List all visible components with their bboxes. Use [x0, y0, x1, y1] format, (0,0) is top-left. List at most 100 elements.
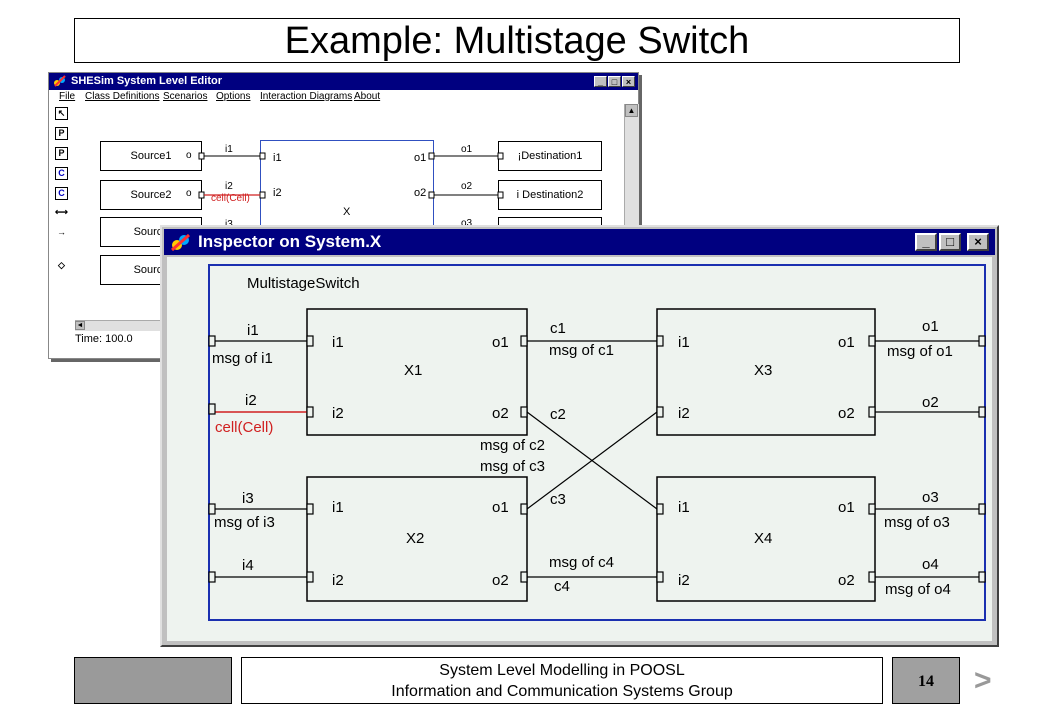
channel-label: i1 — [225, 144, 233, 155]
port-label: i2 — [678, 405, 690, 422]
destination-label: i Destination2 — [516, 189, 584, 201]
port-label: o2 — [838, 572, 855, 589]
editor-window: SHESim System Level Editor _ □ × File Cl… — [48, 72, 639, 359]
channel-name: c3 — [550, 491, 566, 508]
cluster-tool-icon[interactable]: C — [55, 167, 68, 180]
port-label: i1 — [678, 334, 690, 351]
channel-name: i1 — [247, 322, 259, 339]
process-x3[interactable] — [656, 308, 876, 436]
cluster-tool-2-icon[interactable]: C — [55, 187, 68, 200]
channel-name: o4 — [922, 556, 939, 573]
maximize-button[interactable]: □ — [608, 76, 621, 87]
process-name: X4 — [754, 530, 772, 547]
message-label: msg of c3 — [480, 458, 545, 475]
channel-label: o2 — [461, 181, 473, 192]
message-label: msg of i3 — [214, 514, 275, 531]
next-slide-arrow-icon[interactable]: > — [974, 664, 992, 697]
port-label: o1 — [492, 499, 509, 516]
message-label: msg of o4 — [885, 581, 951, 598]
minimize-button[interactable]: _ — [594, 76, 607, 87]
message-label: msg of c4 — [549, 554, 614, 571]
cluster-port-label: i2 — [273, 187, 282, 199]
close-button[interactable]: × — [622, 76, 635, 87]
menu-about[interactable]: About — [354, 91, 381, 102]
message-label: msg of o1 — [887, 343, 953, 360]
eraser-tool-icon[interactable]: ◇ — [58, 260, 65, 270]
port-label: o1 — [492, 334, 509, 351]
editor-menubar: File Class Definitions Scenarios Options… — [49, 90, 638, 104]
source-label: Source2 — [130, 189, 172, 201]
scroll-up-icon[interactable]: ▲ — [625, 104, 638, 117]
source-label: Source — [133, 264, 169, 276]
port-label: i2 — [332, 405, 344, 422]
close-button[interactable]: × — [967, 233, 989, 251]
switch-diagram: MultistageSwitch X1 X2 X3 X4 i1 i2 o1 o2… — [208, 264, 986, 621]
footer-center-box: System Level Modelling in POOSL Informat… — [241, 657, 883, 704]
system-name: MultistageSwitch — [247, 275, 360, 292]
footer-course-title: System Level Modelling in POOSL — [439, 662, 685, 679]
process-name: X2 — [406, 530, 424, 547]
channel-name: c1 — [550, 320, 566, 337]
process-x2[interactable] — [306, 476, 528, 602]
source-label: Source — [133, 226, 169, 238]
process-tool-2-icon[interactable]: P — [55, 147, 68, 160]
channel-tool-icon[interactable]: ⟷ — [55, 207, 68, 217]
source-label: Source1 — [130, 150, 172, 162]
inspector-canvas[interactable]: MultistageSwitch X1 X2 X3 X4 i1 i2 o1 o2… — [167, 257, 992, 641]
footer-group-name: Information and Communication Systems Gr… — [391, 683, 733, 700]
page-number: 14 — [892, 657, 960, 704]
menu-options[interactable]: Options — [216, 91, 251, 102]
app-icon — [170, 233, 192, 252]
menu-class-definitions[interactable]: Class Definitions — [85, 91, 160, 102]
process-name: X1 — [404, 362, 422, 379]
cluster-name: X — [343, 206, 351, 218]
port-label: i1 — [332, 499, 344, 516]
editor-title-text: SHESim System Level Editor — [71, 75, 222, 87]
message-label: msg of o3 — [884, 514, 950, 531]
port-label: o1 — [838, 499, 855, 516]
channel-label: o1 — [461, 144, 473, 155]
channel-line-c3 — [526, 411, 658, 510]
source-port-label: o — [186, 188, 192, 199]
footer-left-box — [74, 657, 232, 704]
process-tool-icon[interactable]: P — [55, 127, 68, 140]
port-label: o2 — [492, 572, 509, 589]
port-label: o2 — [492, 405, 509, 422]
system-frame — [208, 264, 986, 621]
process-x1[interactable] — [306, 308, 528, 436]
menu-interaction-diagrams[interactable]: Interaction Diagrams — [260, 91, 353, 102]
source-port-label: o — [186, 150, 192, 161]
menu-scenarios[interactable]: Scenarios — [163, 91, 208, 102]
channel-label: o3 — [461, 218, 473, 229]
channel-label: i3 — [225, 219, 233, 230]
channel-name: i3 — [242, 490, 254, 507]
port-label: o1 — [838, 334, 855, 351]
channel-name: c2 — [550, 406, 566, 423]
cluster-port-label: o2 — [414, 187, 427, 199]
message-label-highlight: cell(Cell) — [215, 419, 273, 436]
port-label: i2 — [678, 572, 690, 589]
process-name: X3 — [754, 362, 772, 379]
channel-name: o1 — [922, 318, 939, 335]
editor-status: Time: 100.0 — [75, 333, 133, 345]
cluster-port-label: i1 — [273, 152, 282, 164]
port-label: i1 — [332, 334, 344, 351]
highlight-message: cell(Cell) — [211, 193, 250, 204]
port-label: i2 — [332, 572, 344, 589]
arrow-tool-icon[interactable]: ↖ — [55, 107, 68, 120]
destination-label: ¡Destination1 — [517, 150, 583, 162]
inspector-window: Inspector on System.X _ □ × MultistageSw… — [160, 225, 999, 647]
minimize-button[interactable]: _ — [915, 233, 937, 251]
message-label: msg of c2 — [480, 437, 545, 454]
cluster-port-label: o1 — [414, 152, 427, 164]
scroll-left-icon[interactable]: ◄ — [75, 321, 85, 330]
slide-title: Example: Multistage Switch — [74, 18, 960, 63]
connect-tool-icon[interactable]: → — [57, 227, 66, 237]
editor-connections — [198, 152, 504, 199]
port-label: i1 — [678, 499, 690, 516]
message-label: msg of i1 — [212, 350, 273, 367]
process-x4[interactable] — [656, 476, 876, 602]
channel-name: i2 — [245, 392, 257, 409]
maximize-button[interactable]: □ — [939, 233, 961, 251]
menu-file[interactable]: File — [59, 91, 76, 102]
